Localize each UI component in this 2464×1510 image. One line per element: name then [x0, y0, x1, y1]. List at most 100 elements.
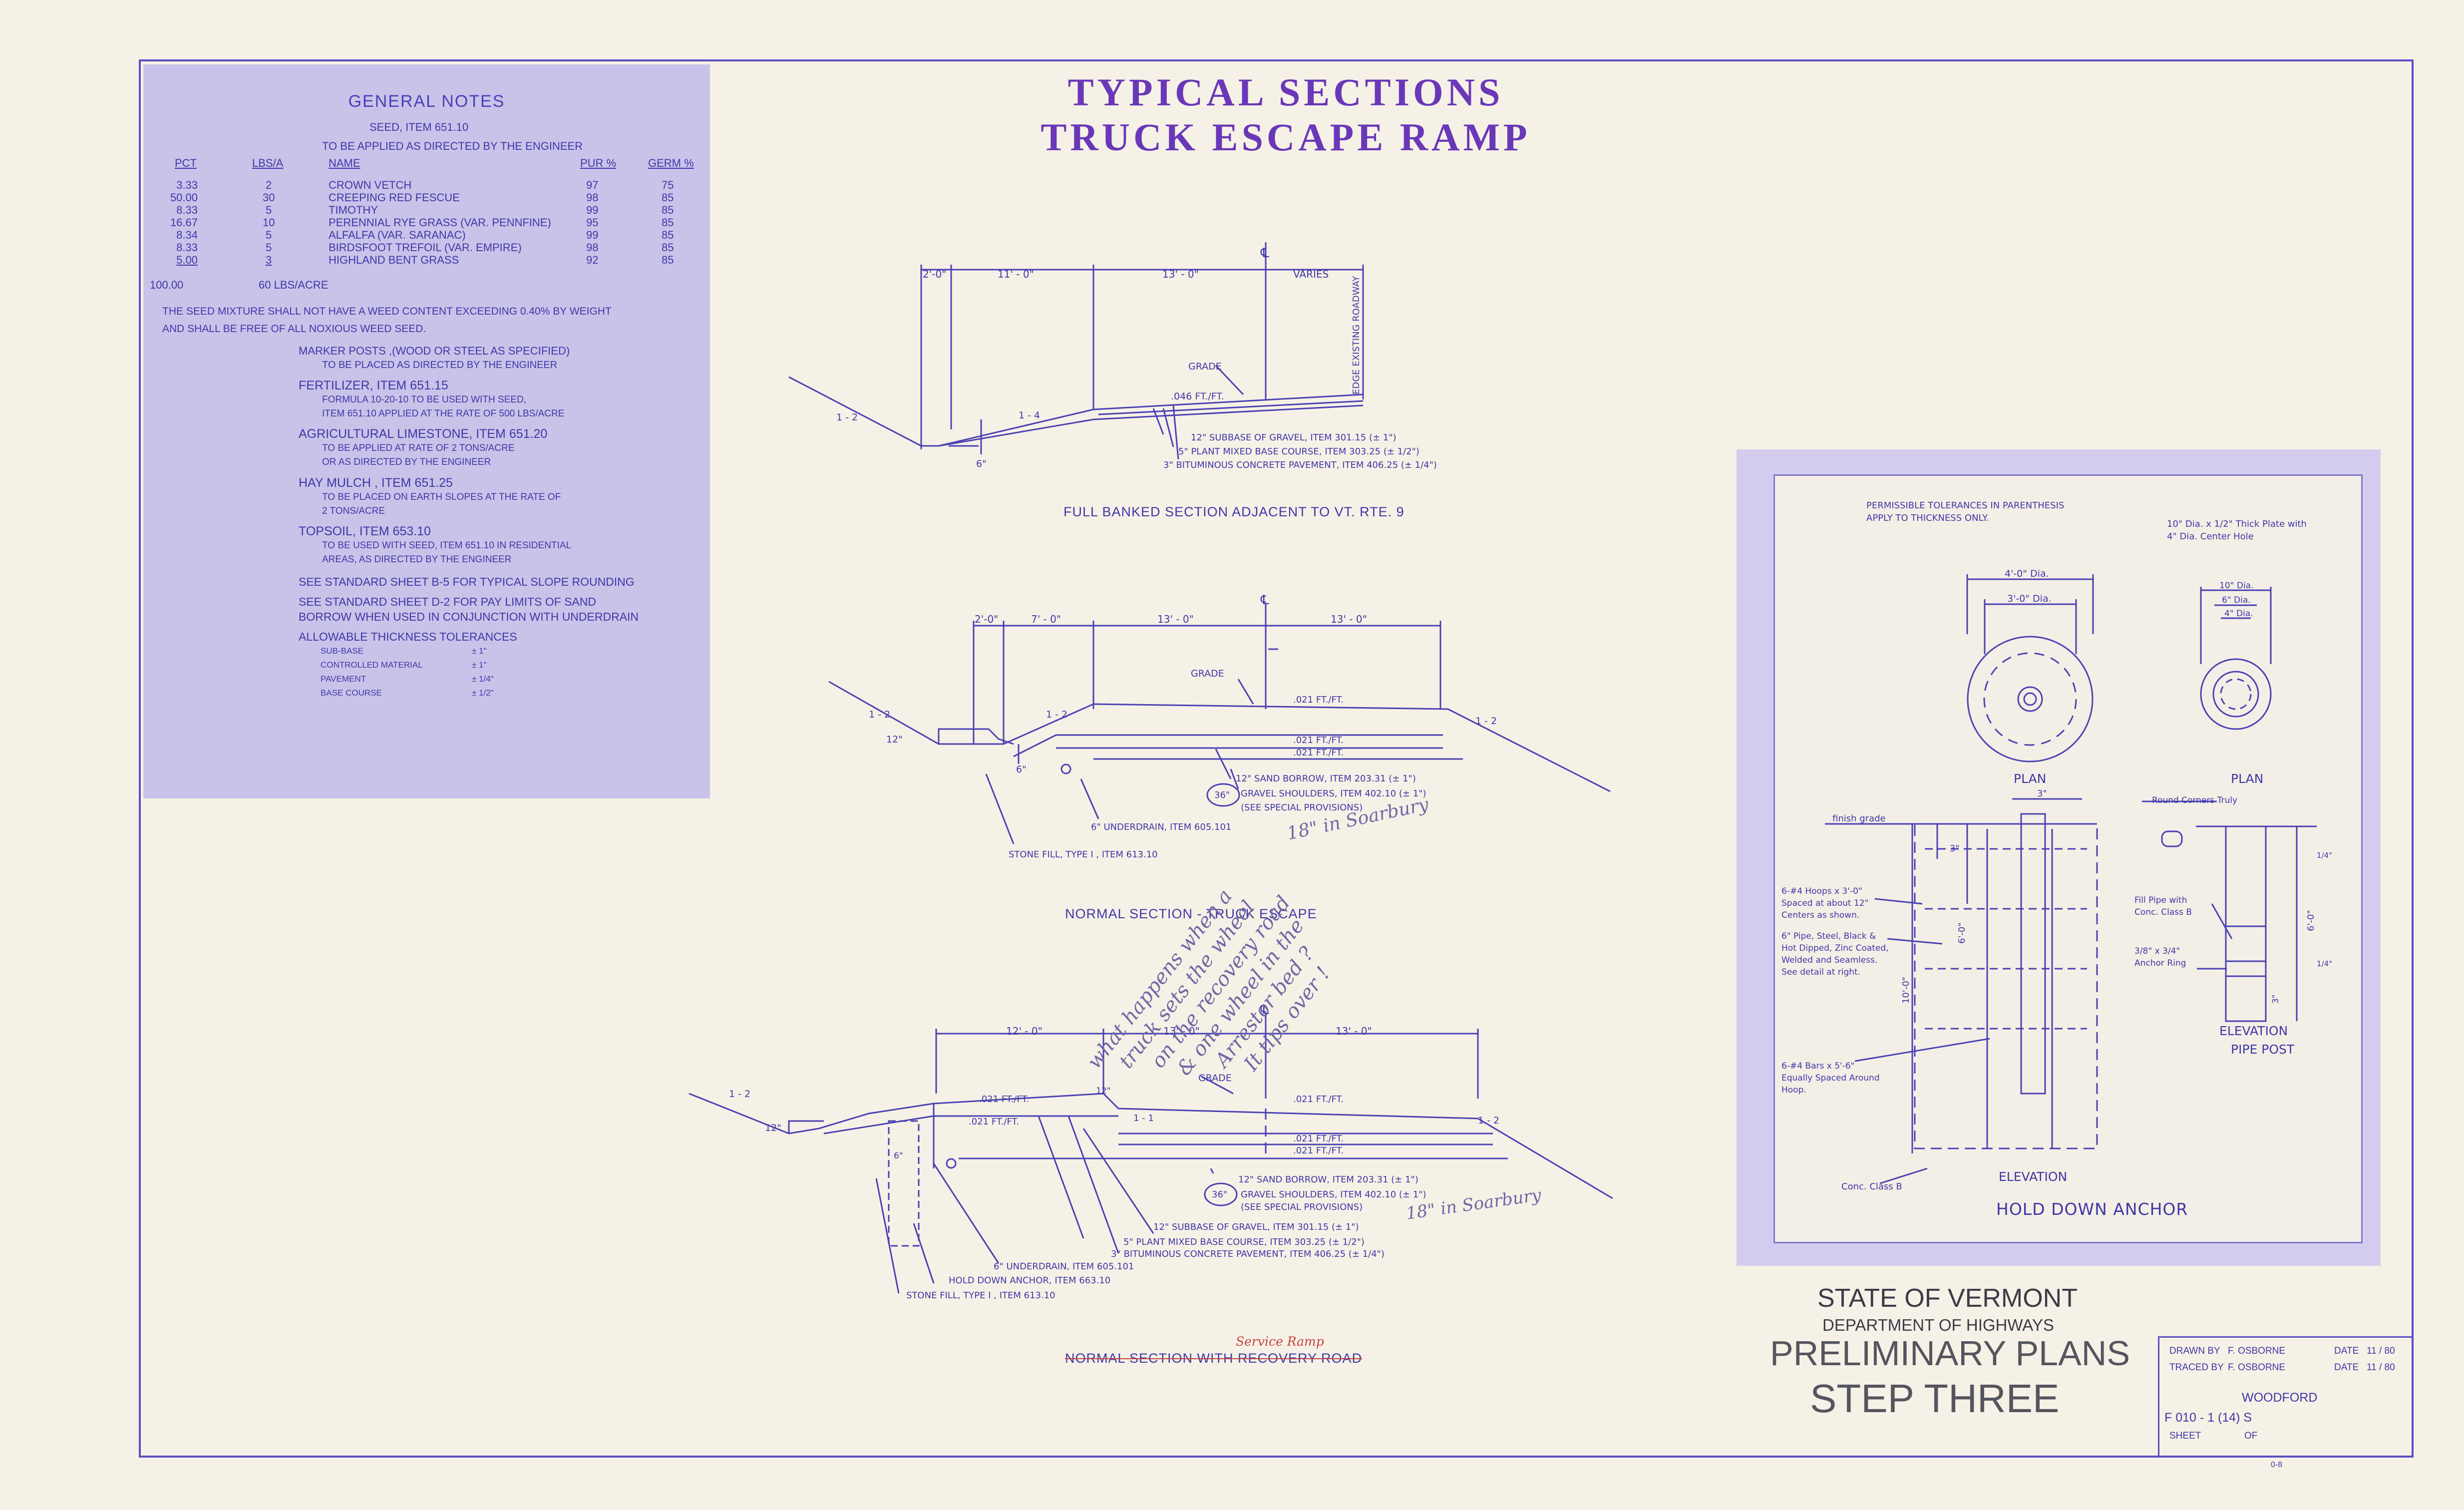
traced-date: 11 / 80: [2367, 1362, 2395, 1373]
section-2-slope: .021 FT./FT.: [1293, 748, 1344, 758]
section-2-gravel-shoulders: GRAVEL SHOULDERS, ITEM 402.10 (± 1"): [1241, 788, 1426, 799]
seed-col-lbs: LBS/A: [252, 157, 284, 169]
bars-note-3: Hoop.: [1781, 1085, 1806, 1095]
section-3-centerline: ℄: [1260, 1002, 1269, 1017]
section-3-underdrain: 6" UNDERDRAIN, ITEM 605.101: [994, 1261, 1134, 1272]
anchor-dim-10ft: 10'-0": [1901, 977, 1911, 1004]
state-stamp: STATE OF VERMONT: [1817, 1284, 2078, 1313]
seed-row-name: CROWN VETCH: [329, 179, 412, 191]
section-2-linework: [828, 604, 1611, 844]
seed-row-pur: 99: [586, 229, 599, 241]
seed-row-name: HIGHLAND BENT GRASS: [329, 254, 459, 266]
marker-posts-note: MARKER POSTS ,(WOOD OR STEEL AS SPECIFIE…: [299, 345, 570, 357]
section-2-dim: 7' - 0": [1031, 613, 1061, 625]
bars-note: 6-#4 Bars x 5'-6": [1781, 1061, 1854, 1071]
seed-row-lbs: 10: [263, 216, 275, 229]
section-3-six: 6": [894, 1151, 903, 1161]
seed-col-pct: PCT: [175, 157, 197, 169]
section-2-caption: NORMAL SECTION - TRUCK ESCAPE: [1065, 906, 1317, 921]
seed-row-germ: 85: [662, 254, 674, 266]
fertilizer-note: FERTILIZER, ITEM 651.15: [299, 378, 448, 392]
section-3-special-provisions: (SEE SPECIAL PROVISIONS): [1241, 1202, 1363, 1212]
seed-row-pct: 3.33: [176, 179, 198, 191]
bars-note-2: Equally Spaced Around: [1781, 1073, 1880, 1083]
hay-mulch-detail-2: 2 TONS/ACRE: [322, 506, 385, 516]
plan-dim-6in: 6" Dia.: [2222, 595, 2251, 605]
section-3-sand-borrow: 12" SAND BORROW, ITEM 203.31 (± 1"): [1238, 1174, 1418, 1185]
seed-row-pct: 16.67: [170, 216, 198, 229]
drawing-number: 0-8: [2271, 1461, 2283, 1469]
post-dim-3in: 3": [2271, 994, 2281, 1004]
seed-col-name: NAME: [329, 157, 360, 169]
section-2-circled-36: 36": [1214, 790, 1230, 800]
seed-row-lbs: 5: [266, 229, 272, 241]
preliminary-plans-stamp: PRELIMINARY PLANS: [1770, 1334, 2130, 1373]
seed-row-pct: 8.34: [176, 229, 198, 241]
seed-row-pct: 5.00: [176, 254, 198, 266]
drawn-by-name: F. OSBORNE: [2228, 1346, 2286, 1356]
seed-applied: TO BE APPLIED AS DIRECTED BY THE ENGINEE…: [322, 140, 583, 152]
seed-row-pur: 95: [586, 216, 599, 229]
sheet-border: [139, 59, 2414, 1458]
seed-row-germ: 85: [662, 241, 674, 254]
limestone-detail-2: OR AS DIRECTED BY THE ENGINEER: [322, 457, 491, 467]
section-3-slope: .021 FT./FT.: [969, 1117, 1019, 1127]
seed-row-lbs: 5: [266, 241, 272, 254]
fill-pipe-note: Fill Pipe with: [2134, 895, 2187, 905]
seed-row-name: ALFALFA (VAR. SARANAC): [329, 229, 466, 241]
section-1-caption: FULL BANKED SECTION ADJACENT TO VT. RTE.…: [1063, 504, 1405, 519]
section-2-sand-borrow: 12" SAND BORROW, ITEM 203.31 (± 1"): [1236, 773, 1416, 784]
seed-row-pur: 98: [586, 191, 599, 204]
section-3-dim: 12' - 0": [1006, 1025, 1043, 1037]
section-3-slope: .021 FT./FT.: [979, 1094, 1029, 1105]
topsoil-note: TOPSOIL, ITEM 653.10: [299, 524, 431, 538]
plan-dim-3ft: 3'-0" Dia.: [2007, 593, 2052, 604]
standard-b5-note: SEE STANDARD SHEET B-5 FOR TYPICAL SLOPE…: [299, 575, 635, 588]
section-2-slope: .021 FT./FT.: [1293, 735, 1344, 746]
tolerance-label: BASE COURSE: [321, 688, 382, 698]
fill-pipe-note-2: Conc. Class B: [2134, 907, 2192, 917]
topsoil-detail: TO BE USED WITH SEED, ITEM 651.10 IN RES…: [322, 540, 572, 551]
plate-note: 10" Dia. x 1/2" Thick Plate with: [2167, 519, 2307, 529]
post-dim-quarter: 1/4": [2317, 851, 2332, 860]
seed-row-germ: 75: [662, 179, 674, 191]
finish-grade-label: finish grade: [1832, 813, 1886, 824]
section-1-grade: GRADE: [1188, 361, 1222, 372]
hay-mulch-note: HAY MULCH , ITEM 651.25: [299, 476, 453, 490]
standard-d2-note: SEE STANDARD SHEET D-2 FOR PAY LIMITS OF…: [299, 595, 596, 608]
seed-weed-note-2: AND SHALL BE FREE OF ALL NOXIOUS WEED SE…: [162, 323, 426, 335]
anchor-ring-note-2: Anchor Ring: [2134, 958, 2186, 968]
drawn-date: 11 / 80: [2367, 1346, 2395, 1356]
section-3-circle-marker: [1204, 1182, 1238, 1206]
section-3-base-course: 5" PLANT MIXED BASE COURSE, ITEM 303.25 …: [1123, 1237, 1365, 1247]
seed-row-name: CREEPING RED FESCUE: [329, 191, 460, 204]
section-1-dim: 2'-0": [923, 268, 946, 280]
plate-note-2: 4" Dia. Center Hole: [2167, 531, 2254, 542]
section-3-pavement: 3" BITUMINOUS CONCRETE PAVEMENT, ITEM 40…: [1111, 1249, 1385, 1259]
anchor-dim-3in: 3": [1950, 843, 1960, 854]
section-1-layer-base: 5" PLANT MIXED BASE COURSE, ITEM 303.25 …: [1178, 446, 1419, 457]
hoops-note-3: Centers as shown.: [1781, 910, 1859, 920]
section-1-edge-label: EDGE EXISTING ROADWAY: [1351, 276, 1362, 394]
seed-row-name: BIRDSFOOT TREFOIL (VAR. EMPIRE): [329, 241, 522, 254]
section-2-slope-12: 1 - 2: [869, 709, 890, 720]
post-elevation-label-2: PIPE POST: [2231, 1042, 2295, 1057]
post-dim-6ft: 6'-0": [2306, 910, 2316, 931]
seed-row-pct: 8.33: [176, 204, 198, 216]
section-3-slope: .021 FT./FT.: [1293, 1133, 1344, 1144]
section-3-dim: 13' - 0": [1336, 1025, 1372, 1037]
seed-row-lbs: 5: [266, 204, 272, 216]
standard-d2-note-2: BORROW WHEN USED IN CONJUNCTION WITH UND…: [299, 610, 639, 623]
section-1-layer-subbase: 12" SUBBASE OF GRAVEL, ITEM 301.15 (± 1"…: [1191, 432, 1397, 443]
general-notes-heading: GENERAL NOTES: [348, 92, 505, 111]
section-3-slope-11: 1 - 1: [1133, 1113, 1154, 1124]
section-1-slope-14: 1 - 4: [1019, 410, 1040, 421]
section-3-subbase: 12" SUBBASE OF GRAVEL, ITEM 301.15 (± 1"…: [1153, 1222, 1359, 1232]
elevation-label: ELEVATION: [1999, 1169, 2067, 1184]
seed-item: SEED, ITEM 651.10: [369, 121, 469, 133]
title-line-2: TRUCK ESCAPE RAMP: [1041, 115, 1531, 159]
section-3-slope: .021 FT./FT.: [1293, 1094, 1344, 1105]
